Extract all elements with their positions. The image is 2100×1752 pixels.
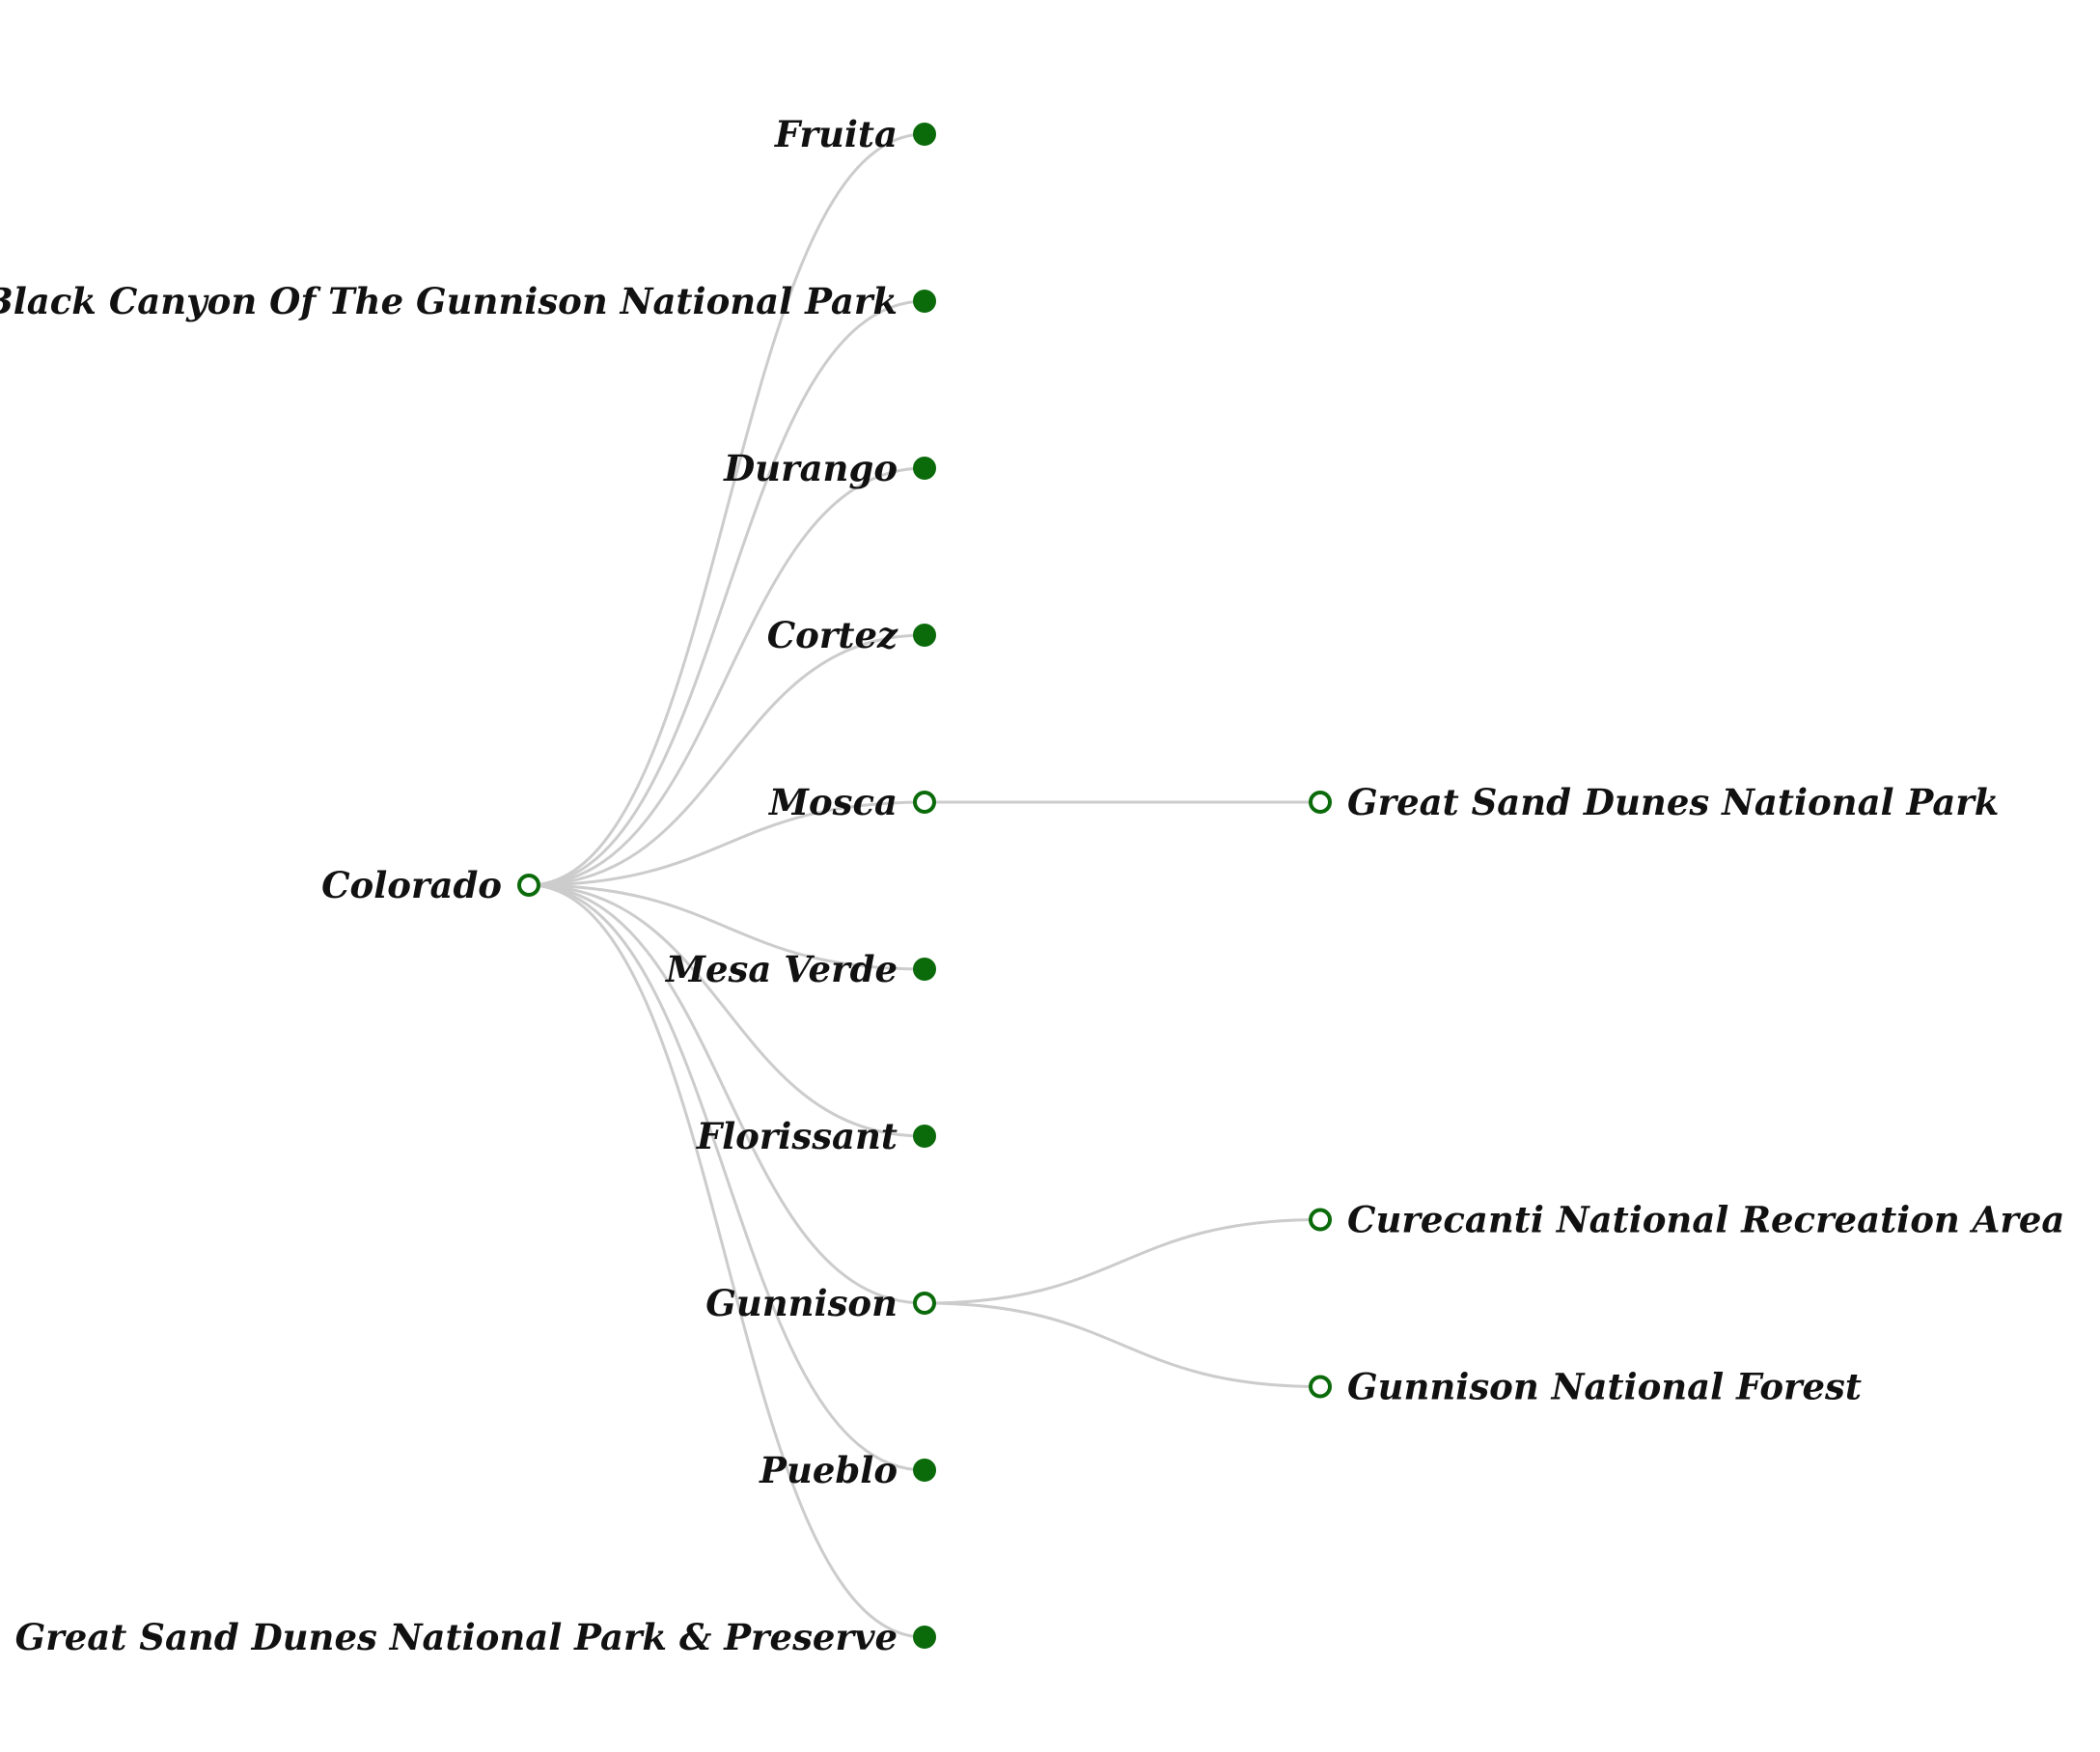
tree-node-gunnison-national-forest[interactable]: Gunnison National Forest [1309,1365,1862,1407]
tree-node-pueblo[interactable]: Pueblo [759,1449,936,1491]
link-colorado-to-mesa-verde [528,883,926,971]
node-circle[interactable] [913,1292,936,1315]
link-colorado-to-florissant [528,883,926,1138]
node-circle[interactable] [913,1626,936,1649]
node-circle[interactable] [913,123,936,146]
node-label: Durango [723,447,898,489]
node-label: Great Sand Dunes National Park & Preserv… [15,1616,898,1658]
link-colorado-to-gunnison [528,883,926,1305]
tree-node-great-sand-dunes-national-park[interactable]: Great Sand Dunes National Park [1309,781,1999,823]
node-label: Florissant [696,1115,898,1157]
node-circle[interactable] [913,958,936,981]
tree-node-colorado[interactable]: Colorado [321,864,540,906]
node-circle[interactable] [517,874,540,897]
node-circle[interactable] [913,791,936,814]
tree-node-gunnison[interactable]: Gunnison [705,1282,936,1324]
node-circle[interactable] [913,1125,936,1148]
node-circle[interactable] [913,624,936,647]
node-label: Gunnison [705,1282,898,1324]
node-label: Fruita [774,113,898,155]
links-layer [528,132,1321,1639]
tree-node-durango[interactable]: Durango [723,447,936,489]
node-label: Curecanti National Recreation Area [1347,1198,2064,1240]
link-colorado-to-cortez [528,633,926,887]
node-label: Great Sand Dunes National Park [1347,781,1999,823]
node-label: Pueblo [759,1449,898,1491]
tree-node-cortez[interactable]: Cortez [767,614,936,656]
tree-node-curecanti-national-recreation-area[interactable]: Curecanti National Recreation Area [1309,1198,2064,1240]
node-circle[interactable] [1309,791,1332,814]
node-circle[interactable] [913,290,936,313]
link-colorado-to-pueblo [528,883,926,1472]
link-gunnison-to-gunnison-national-forest [924,1301,1321,1388]
tree-node-great-sand-dunes-national-park-and-preserve[interactable]: Great Sand Dunes National Park & Preserv… [15,1616,936,1658]
link-colorado-to-mosca [528,800,926,887]
tree-node-fruita[interactable]: Fruita [774,113,936,155]
link-colorado-to-durango [528,466,926,887]
link-colorado-to-fruita [528,132,926,887]
link-gunnison-to-curecanti-national-recreation-area [924,1218,1321,1305]
tree-node-mosca[interactable]: Mosca [767,781,936,823]
node-circle[interactable] [913,1459,936,1482]
node-label: Cortez [767,614,898,656]
node-circle[interactable] [1309,1208,1332,1232]
node-circle[interactable] [1309,1375,1332,1399]
node-label: Mosca [767,781,898,823]
tree-node-mesa-verde[interactable]: Mesa Verde [664,948,936,990]
tree-node-black-canyon-of-the-gunnison-national-park[interactable]: Black Canyon Of The Gunnison National Pa… [0,280,936,322]
link-colorado-to-black-canyon-of-the-gunnison-national-park [528,299,926,887]
node-circle[interactable] [913,457,936,480]
node-label: Black Canyon Of The Gunnison National Pa… [0,280,898,322]
link-colorado-to-great-sand-dunes-national-park-and-preserve [528,883,926,1639]
node-label: Mesa Verde [664,948,898,990]
node-label: Colorado [321,864,502,906]
node-label: Gunnison National Forest [1347,1365,1862,1407]
tree-node-florissant[interactable]: Florissant [696,1115,936,1157]
